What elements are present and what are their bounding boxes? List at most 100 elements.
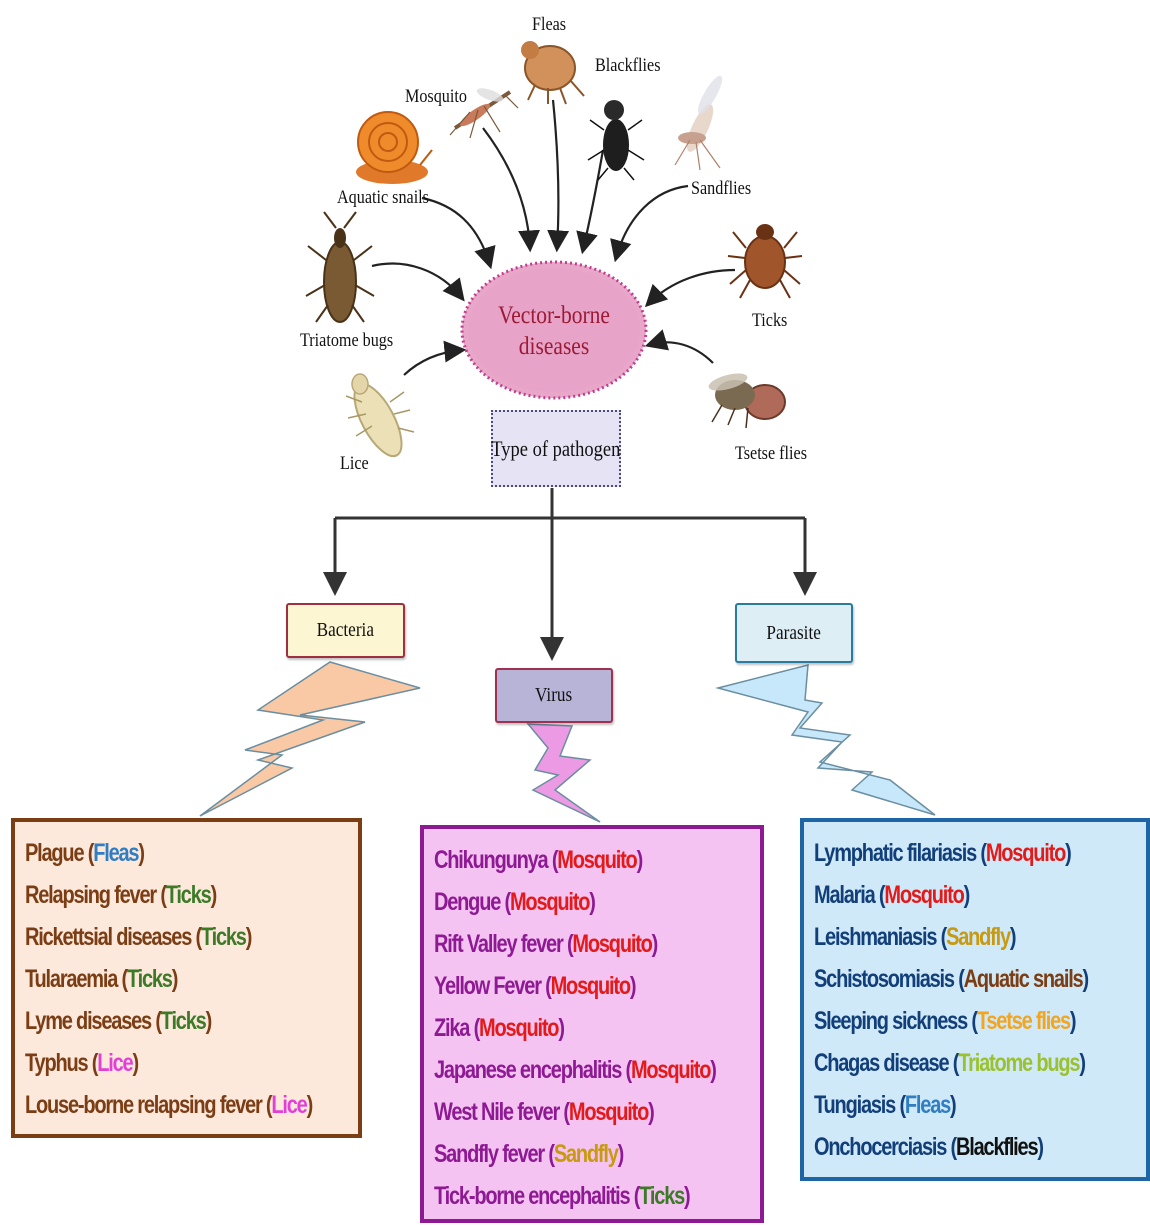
disease-name: Plague [25,839,85,867]
disease-vector: Mosquito [884,881,964,909]
disease-item: Plague (Fleas) [25,832,291,874]
paren-close: ) [1079,1049,1086,1077]
vector-label-triatome-bugs: Triatome bugs [300,330,394,351]
paren-close: ) [306,1091,314,1119]
disease-item: Sleeping sickness (Tsetse flies) [814,1000,1080,1042]
paren-open: ( [548,1140,555,1168]
disease-name: Sandfly fever [434,1140,545,1168]
disease-item: Japanese encephalitis (Mosquito) [434,1049,717,1091]
vector-label-aquatic-snails: Aquatic snails [337,187,429,208]
disease-item: Leishmaniasis (Sandfly) [814,916,1080,958]
paren-open: ( [91,1049,99,1077]
disease-vector: Ticks [639,1182,685,1210]
disease-item: Schistosomiasis (Aquatic snails) [814,958,1089,1000]
disease-name: Rickettsial diseases [25,923,192,951]
vector-label-tsetse-flies: Tsetse flies [735,443,807,464]
paren-open: ( [551,846,559,874]
paren-close: ) [132,1049,139,1077]
disease-name: Malaria [814,881,876,909]
paren-open: ( [633,1182,641,1210]
disease-vector: Fleas [93,839,139,867]
disease-vector: Mosquito [557,846,637,874]
paren-open: ( [155,1007,162,1035]
paren-close: ) [710,1056,717,1084]
disease-item: Yellow Fever (Mosquito) [434,965,695,1007]
disease-item: Malaria (Mosquito) [814,874,1080,916]
paren-open: ( [121,965,128,993]
disease-vector: Tsetse flies [976,1007,1071,1035]
paren-open: ( [625,1056,632,1084]
paren-close: ) [1082,965,1089,993]
paren-close: ) [651,930,659,958]
blackfly-icon [587,100,645,181]
disease-item: Sandfly fever (Sandfly) [434,1133,695,1175]
pathogen-type-box: Type of pathogen [491,410,621,487]
vector-arrows [371,99,736,376]
paren-close: ) [636,846,644,874]
disease-item: Rift Valley fever (Mosquito) [434,923,695,965]
category-bacteria-label: Bacteria [316,619,375,641]
pathogen-tree [323,488,817,661]
disease-item: Lyme diseases (Ticks) [25,1000,291,1042]
paren-close: ) [1009,923,1017,951]
paren-open: ( [473,1014,481,1042]
paren-open: ( [504,888,512,916]
disease-vector: Lice [271,1091,307,1119]
paren-close: ) [245,923,253,951]
disease-name: Schistosomiasis [814,965,955,993]
arrow-fleas [547,99,570,253]
disease-name: Chagas disease [814,1049,950,1077]
vector-label-fleas: Fleas [532,14,567,35]
disease-name: Tularaemia [25,965,118,993]
paren-close: ) [684,1182,691,1210]
disease-item: Tularaemia (Ticks) [25,958,291,1000]
disease-vector: Mosquito [630,1056,711,1084]
disease-name: Leishmaniasis [814,923,937,951]
disease-vector: Aquatic snails [963,965,1084,993]
vector-label-lice: Lice [340,453,369,474]
pathogen-type-label: Type of pathogen [491,435,621,461]
paren-open: ( [160,881,167,909]
disease-name: Dengue [434,888,501,916]
disease-vector: Triatome bugs [958,1049,1080,1077]
paren-open: ( [195,923,202,951]
mosquito-icon [449,88,519,139]
disease-item: Typhus (Lice) [25,1042,291,1084]
parasite-disease-list: Lymphatic filariasis (Mosquito)Malaria (… [800,818,1150,1181]
paren-open: ( [545,972,552,1000]
disease-name: Sleeping sickness [814,1007,968,1035]
disease-name: Rift Valley fever [434,930,564,958]
paren-close: ) [558,1014,565,1042]
paren-close: ) [617,1140,625,1168]
category-parasite-label: Parasite [766,621,822,644]
disease-item: Dengue (Mosquito) [434,881,695,923]
paren-open: ( [958,965,965,993]
arrow-mosquito [482,127,541,253]
vector-label-ticks: Ticks [752,310,788,331]
category-virus-label: Virus [535,684,573,706]
category-bacteria: Bacteria [286,603,405,658]
disease-item: Chikungunya (Mosquito) [434,839,695,881]
disease-vector: Blackflies [956,1133,1039,1161]
tick-icon [727,224,803,299]
disease-name: Relapsing fever [25,881,157,909]
paren-close: ) [138,839,145,867]
disease-vector: Ticks [126,965,173,993]
parasite-lightning [715,664,936,816]
disease-item: West Nile fever (Mosquito) [434,1091,695,1133]
paren-open: ( [566,930,574,958]
disease-item: Rickettsial diseases (Ticks) [25,916,291,958]
arrow-lice [403,340,467,376]
vector-label-mosquito: Mosquito [405,86,467,107]
disease-item: Relapsing fever (Ticks) [25,874,291,916]
hub-title-line-2: diseases [518,333,590,360]
arrow-aquatic-snails [421,196,496,270]
paren-open: ( [265,1091,273,1119]
arrow-triatome-bugs [371,262,465,302]
disease-vector: Mosquito [479,1014,559,1042]
disease-name: Louse-borne relapsing fever [25,1091,263,1119]
disease-name: Typhus [25,1049,89,1077]
arrow-ticks [644,268,736,308]
paren-close: ) [1069,1007,1077,1035]
